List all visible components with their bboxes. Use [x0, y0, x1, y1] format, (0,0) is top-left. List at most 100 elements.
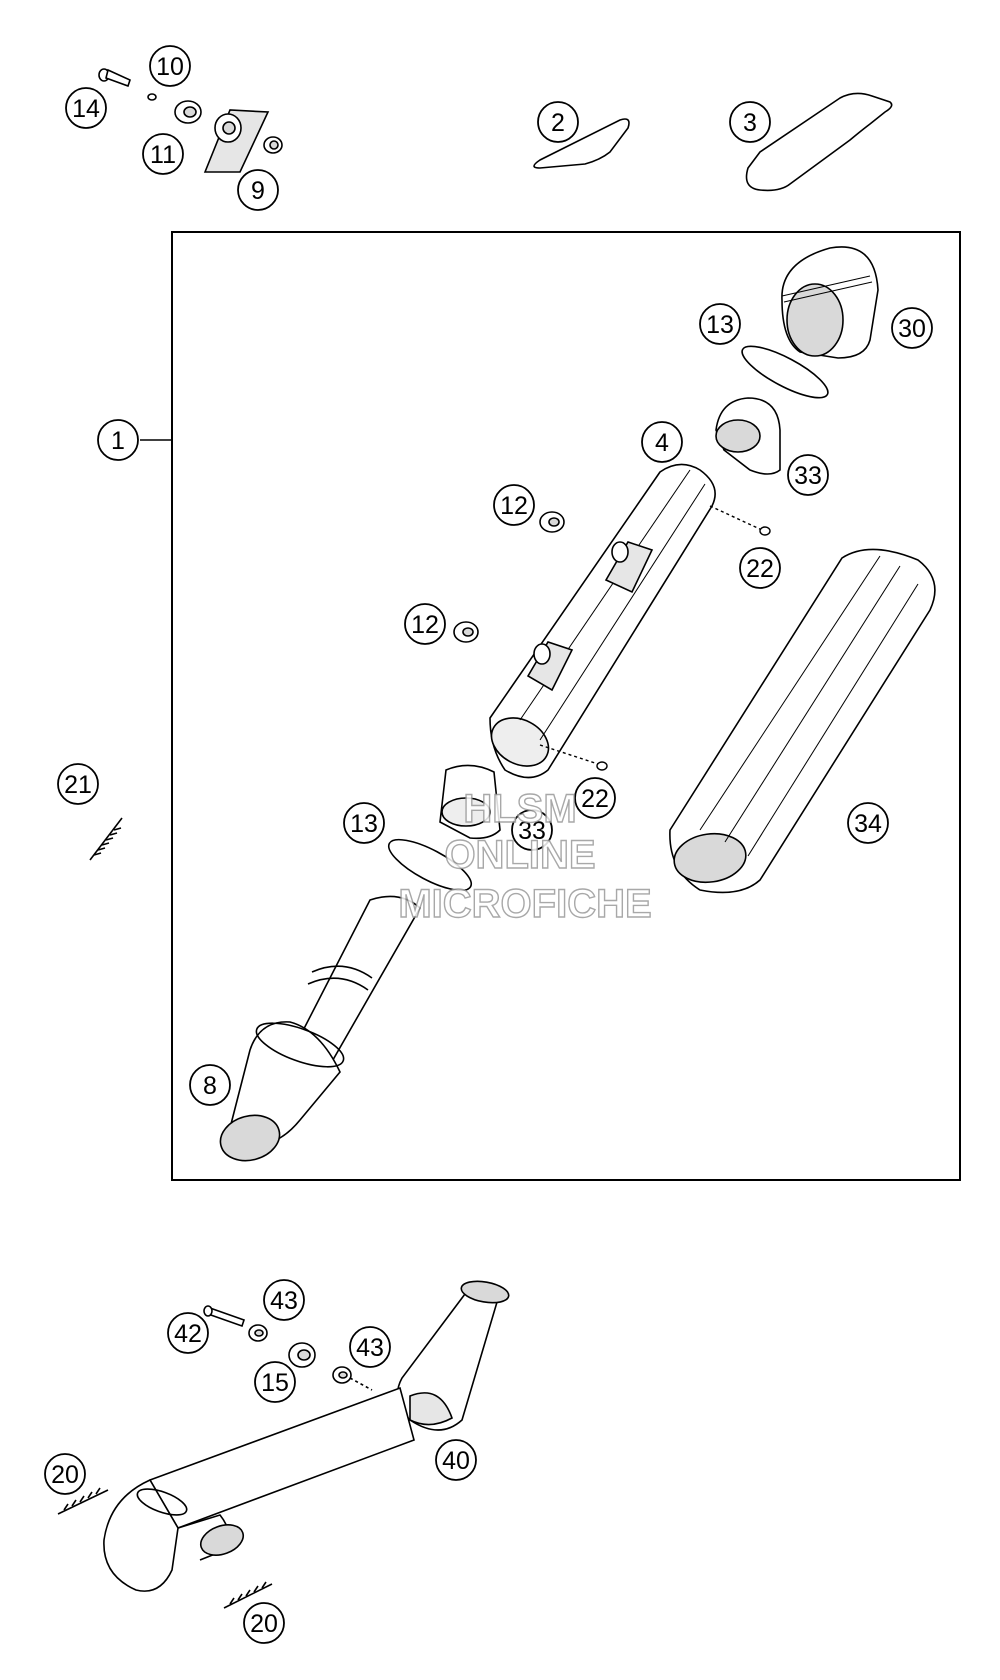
callout-c4: 4 — [641, 421, 683, 463]
silencer-body-part — [489, 463, 716, 779]
watermark-line-2: ONLINE — [444, 833, 595, 877]
callout-circle — [847, 802, 889, 844]
callout-circle — [574, 777, 616, 819]
small-washer-part — [147, 93, 157, 101]
callout-number: 20 — [51, 1461, 79, 1489]
end-cap-part — [781, 246, 879, 359]
callout-circle — [349, 1326, 391, 1368]
callout-c43b: 43 — [349, 1326, 391, 1368]
callout-number: 12 — [500, 492, 528, 520]
callout-circle — [641, 421, 683, 463]
callout-c10: 10 — [149, 45, 191, 87]
mounting-hardware-group — [98, 68, 283, 173]
nut-part — [263, 136, 283, 154]
header-spring-parts — [57, 1487, 273, 1609]
callout-number: 40 — [442, 1447, 470, 1475]
callout-c22a: 22 — [739, 547, 781, 589]
callout-circle — [493, 484, 535, 526]
callout-c13a: 13 — [699, 303, 741, 345]
callout-number: 43 — [356, 1334, 384, 1362]
callout-circle — [404, 603, 446, 645]
bolt-part — [98, 68, 131, 88]
callout-c20a: 20 — [44, 1453, 86, 1495]
large-heat-shield-part — [745, 92, 893, 192]
callout-circle — [189, 1064, 231, 1106]
callout-circle — [699, 303, 741, 345]
callout-c20b: 20 — [243, 1602, 285, 1644]
callout-number: 4 — [655, 429, 669, 457]
callout-number: 3 — [743, 109, 757, 137]
callout-c40: 40 — [435, 1439, 477, 1481]
callout-number: 20 — [250, 1610, 278, 1638]
callout-circle — [343, 802, 385, 844]
callout-circle — [511, 809, 553, 851]
callout-number: 13 — [706, 311, 734, 339]
callout-c30: 30 — [891, 307, 933, 349]
spring-part — [89, 817, 123, 861]
callout-c2: 2 — [537, 101, 579, 143]
callout-number: 34 — [854, 810, 882, 838]
watermark: HLSM ONLINE MICROFICHE — [398, 786, 653, 926]
small-heat-shield-part — [533, 118, 630, 169]
header-pipe-part — [103, 1280, 510, 1592]
callout-c12b: 12 — [404, 603, 446, 645]
callout-number: 13 — [350, 810, 378, 838]
assembly-frame — [171, 231, 961, 1181]
silencer-cover-part — [669, 548, 936, 894]
upper-seal-ring-part — [741, 345, 829, 399]
callout-number: 1 — [111, 427, 125, 455]
callout-c1: 1 — [97, 419, 139, 461]
callout-c9: 9 — [237, 169, 279, 211]
callout-c43a: 43 — [263, 1279, 305, 1321]
callout-circle — [65, 87, 107, 129]
bushing-part — [174, 100, 202, 124]
callout-circle — [254, 1361, 296, 1403]
callout-c34: 34 — [847, 802, 889, 844]
callout-c33b: 33 — [511, 809, 553, 851]
callout-circle — [149, 45, 191, 87]
callout-number: 42 — [174, 1320, 202, 1348]
callout-number: 15 — [261, 1369, 289, 1397]
callout-circle — [891, 307, 933, 349]
callout-number: 8 — [203, 1072, 217, 1100]
callout-circle — [142, 133, 184, 175]
callout-circle — [739, 547, 781, 589]
callout-number: 2 — [551, 109, 565, 137]
callout-number: 22 — [746, 555, 774, 583]
callout-number: 30 — [898, 315, 926, 343]
callout-number: 9 — [251, 177, 265, 205]
callout-c11: 11 — [142, 133, 184, 175]
callout-c21: 21 — [57, 763, 99, 805]
callout-circle — [435, 1439, 477, 1481]
callout-number: 43 — [270, 1287, 298, 1315]
callout-c3: 3 — [729, 101, 771, 143]
watermark-line-3: MICROFICHE — [398, 882, 651, 926]
lower-seal-ring-part — [387, 838, 473, 892]
callout-c33a: 33 — [787, 454, 829, 496]
callout-circle — [57, 763, 99, 805]
lower-inner-cone-part — [439, 764, 501, 840]
callout-number: 11 — [150, 141, 176, 169]
callout-circle — [729, 101, 771, 143]
upper-inner-cone-part — [715, 397, 781, 475]
callout-number: 12 — [411, 611, 439, 639]
callout-c14: 14 — [65, 87, 107, 129]
callout-circle — [537, 101, 579, 143]
callout-c22b: 22 — [574, 777, 616, 819]
callout-circle — [787, 454, 829, 496]
grommet-parts — [453, 511, 565, 643]
callout-c13b: 13 — [343, 802, 385, 844]
callout-number: 33 — [518, 817, 546, 845]
front-pipe-part — [219, 895, 422, 1162]
callout-c15: 15 — [254, 1361, 296, 1403]
callout-circle — [237, 169, 279, 211]
callout-number: 10 — [156, 53, 184, 81]
watermark-line-1: HLSM — [463, 787, 576, 831]
callout-number: 21 — [64, 771, 92, 799]
header-hardware-group — [203, 1305, 373, 1391]
callout-c8: 8 — [189, 1064, 231, 1106]
callout-circle — [243, 1602, 285, 1644]
bracket-part — [203, 109, 270, 173]
